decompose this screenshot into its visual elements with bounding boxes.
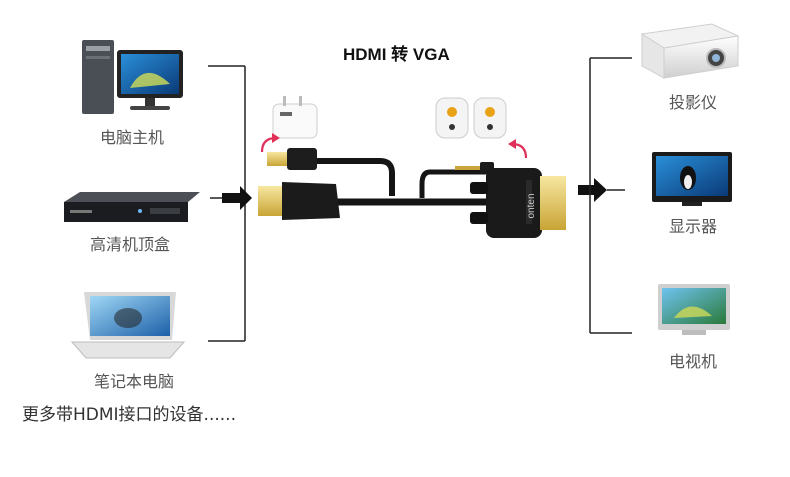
more-devices-note: 更多带HDMI接口的设备...... <box>22 405 236 425</box>
source-label-desktop: 电脑主机 <box>100 128 165 147</box>
hdmi-vga-cable <box>258 148 566 238</box>
display-bracket <box>589 57 632 334</box>
source-label-settop: 高清机顶盒 <box>90 235 171 254</box>
source-bracket <box>208 65 246 342</box>
brand-label: onten <box>526 193 537 218</box>
usb-power-adapter-icon <box>272 96 318 139</box>
projector-icon <box>640 23 740 79</box>
output-arrow <box>578 178 607 202</box>
source-label-laptop: 笔记本电脑 <box>94 372 175 391</box>
display-label-projector: 投影仪 <box>669 93 718 112</box>
desktop-pc-icon <box>82 40 183 114</box>
speakers-icon <box>435 97 507 139</box>
set-top-box-icon <box>64 192 200 222</box>
input-arrow <box>222 186 252 210</box>
diagram-title: HDMI 转 VGA <box>343 45 450 64</box>
tv-icon <box>658 284 730 335</box>
display-label-tv: 电视机 <box>669 352 718 371</box>
display-label-monitor: 显示器 <box>669 217 718 236</box>
monitor-icon <box>652 152 732 206</box>
laptop-icon <box>70 292 186 359</box>
